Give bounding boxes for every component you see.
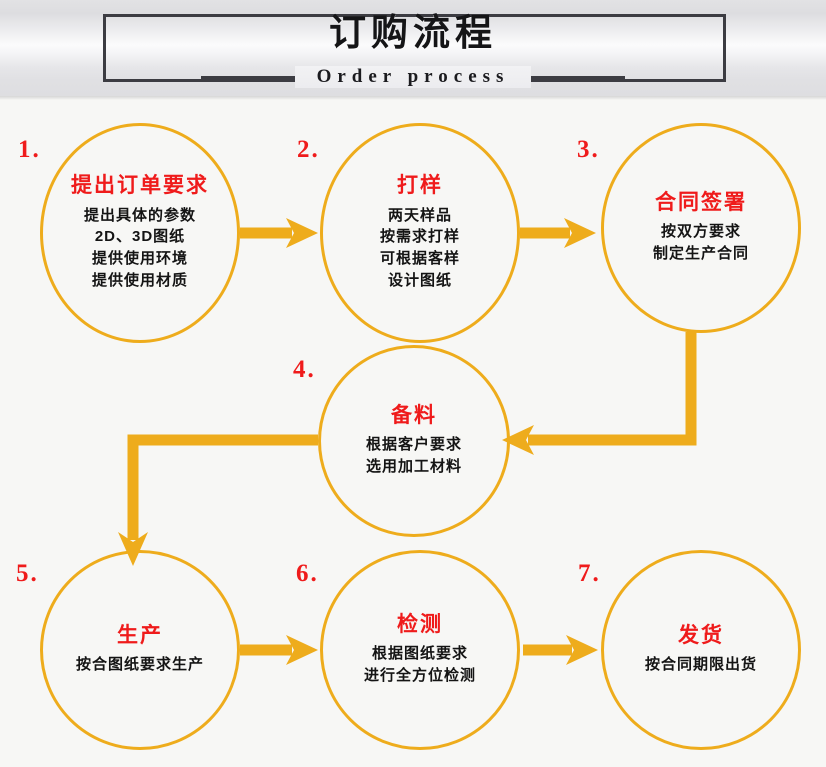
subtitle-row: Order process xyxy=(0,66,826,88)
step-title-4: 备料 xyxy=(391,404,437,428)
arrow-step3-to-step4 xyxy=(502,332,697,455)
step-number-4: 4. xyxy=(293,356,316,383)
page-title: 订购流程 xyxy=(329,11,497,54)
header-shadow xyxy=(0,96,826,100)
step-number-1: 1. xyxy=(18,136,41,163)
step-title-6: 检测 xyxy=(397,613,443,637)
step-title-7: 发货 xyxy=(678,624,724,648)
process-flow: 1. 提出订单要求 提出具体的参数 2D、3D图纸 提供使用环境 提供使用材质 … xyxy=(0,100,826,767)
step-lines-1: 提出具体的参数 2D、3D图纸 提供使用环境 提供使用材质 xyxy=(83,206,196,289)
step-title-5: 生产 xyxy=(117,624,163,648)
step-lines-5: 按合图纸要求生产 xyxy=(75,656,204,674)
arrow-step5-to-step6 xyxy=(240,635,318,665)
step-lines-7: 按合同期限出货 xyxy=(644,656,757,674)
step-title-3: 合同签署 xyxy=(655,191,747,215)
step-node-3[interactable]: 合同签署 按双方要求 制定生产合同 xyxy=(601,123,801,333)
step-title-1: 提出订单要求 xyxy=(71,174,209,198)
arrow-step2-to-step3 xyxy=(520,218,596,248)
step-title-2: 打样 xyxy=(397,174,443,198)
step-node-5[interactable]: 生产 按合图纸要求生产 xyxy=(40,550,240,750)
step-number-5: 5. xyxy=(16,560,39,587)
page-subtitle: Order process xyxy=(294,66,532,88)
step-node-2[interactable]: 打样 两天样品 按需求打样 可根据客样 设计图纸 xyxy=(320,123,520,343)
step-node-4[interactable]: 备料 根据客户要求 选用加工材料 xyxy=(318,345,510,537)
step-node-6[interactable]: 检测 根据图纸要求 进行全方位检测 xyxy=(320,550,520,750)
step-lines-3: 按双方要求 制定生产合同 xyxy=(652,223,749,263)
arrow-step4-to-step5 xyxy=(118,434,318,566)
step-number-2: 2. xyxy=(297,136,320,163)
step-lines-2: 两天样品 按需求打样 可根据客样 设计图纸 xyxy=(379,206,460,289)
step-number-7: 7. xyxy=(578,560,601,587)
subtitle-rule-right xyxy=(531,75,626,79)
step-number-6: 6. xyxy=(296,560,319,587)
subtitle-rule-left xyxy=(200,75,295,79)
step-lines-6: 根据图纸要求 进行全方位检测 xyxy=(363,645,476,685)
arrow-step6-to-step7 xyxy=(523,635,598,665)
step-lines-4: 根据客户要求 选用加工材料 xyxy=(365,436,462,476)
step-node-1[interactable]: 提出订单要求 提出具体的参数 2D、3D图纸 提供使用环境 提供使用材质 xyxy=(40,123,240,343)
step-number-3: 3. xyxy=(577,136,600,163)
arrow-step1-to-step2 xyxy=(240,218,318,248)
step-node-7[interactable]: 发货 按合同期限出货 xyxy=(601,550,801,750)
